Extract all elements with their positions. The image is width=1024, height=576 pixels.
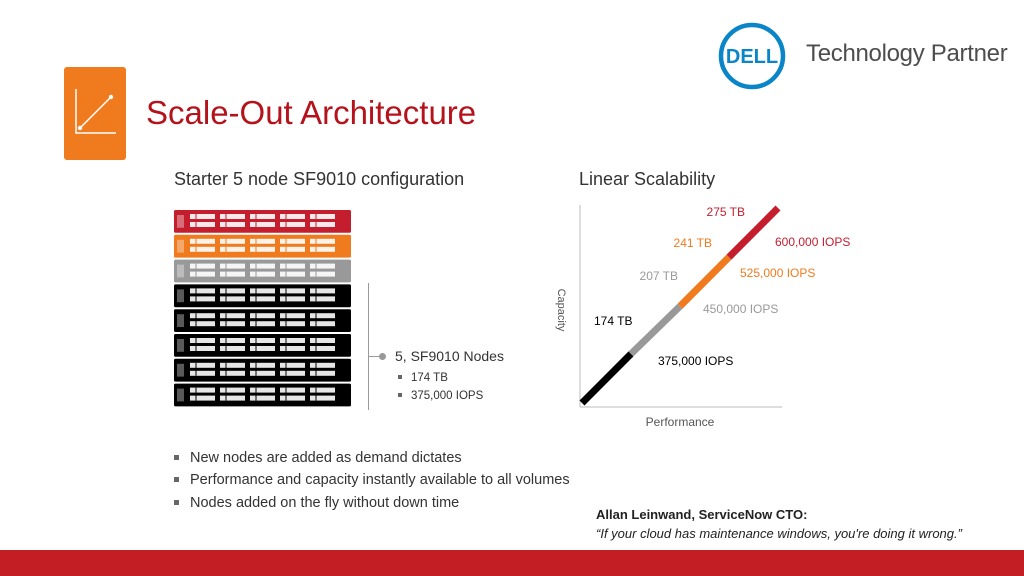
server-node [174,358,351,382]
page-title: Scale-Out Architecture [146,94,477,131]
scalability-chart: 174 TB 375,000 IOPS 207 TB 450,000 IOPS 241 … [555,205,850,429]
performance-label: 450,000 IOPS [703,302,778,316]
footer-bar [0,550,1024,576]
connector-dot [379,353,386,360]
y-axis-label: Capacity [555,289,567,332]
nodes-label: 5, SF9010 Nodes [395,348,504,364]
performance-label: 600,000 IOPS [775,235,850,249]
bullet-square-icon [174,499,179,505]
node-spec-iops: 375,000 IOPS [398,390,483,402]
growth-chart-icon [64,67,126,160]
connector-line [369,356,380,357]
server-node [174,334,351,357]
server-node [174,210,351,233]
scale-segment [677,254,732,309]
bullet-square-icon [174,476,179,482]
bullet-square-icon [174,454,179,460]
performance-label: 375,000 IOPS [658,354,733,368]
x-axis-label: Performance [646,415,715,429]
capacity-label: 275 TB [707,205,745,219]
quote-author: Allan Leinwand, ServiceNow CTO: [596,507,808,522]
capacity-label: 207 TB [640,269,678,283]
performance-label: 525,000 IOPS [740,266,815,280]
server-node [174,383,351,407]
capacity-label: 241 TB [674,236,712,250]
bullet-item: Performance and capacity instantly avail… [174,472,570,488]
dell-logo: DELL [718,22,786,90]
server-node [174,259,351,283]
dell-logo-text: DELL [726,46,778,68]
scale-segment [579,351,634,406]
scale-segment [628,303,683,357]
bullet-square-icon [398,374,402,379]
server-node [174,234,351,258]
bullet-item: New nodes are added as demand dictates [174,450,462,466]
scalability-heading: Linear Scalability [579,169,716,189]
node-rack [174,210,351,407]
server-node [174,309,351,332]
bullet-item: Nodes added on the fly without down time [174,495,459,511]
config-heading: Starter 5 node SF9010 configuration [174,169,465,189]
bracket-line [368,283,369,410]
capacity-label: 174 TB [594,314,632,328]
quote-text: “If your cloud has maintenance windows, … [596,526,962,541]
scale-segment [726,205,781,260]
node-spec-capacity: 174 TB [398,372,448,384]
partner-text: Technology Partner [806,40,1008,67]
server-node [174,284,351,308]
bullet-square-icon [398,392,402,397]
